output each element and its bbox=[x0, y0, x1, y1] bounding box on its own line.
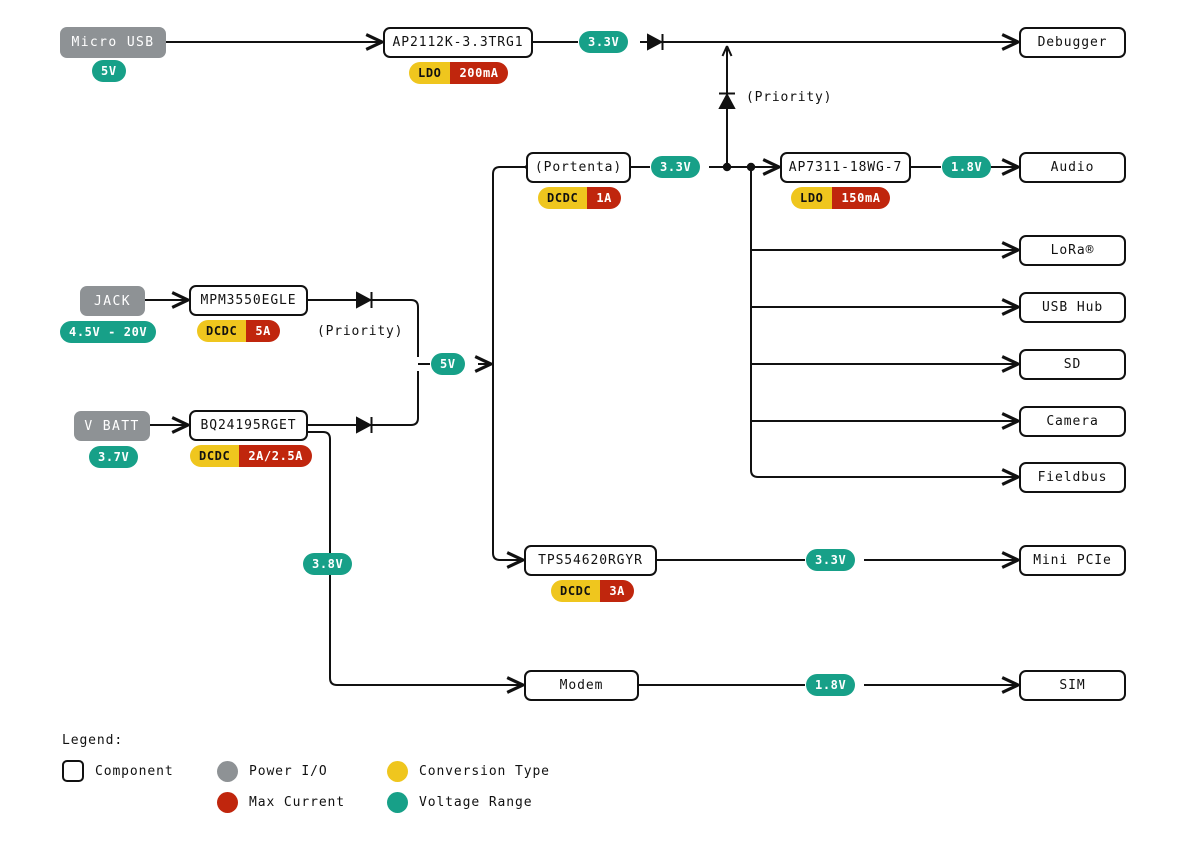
max-current: 1A bbox=[587, 187, 621, 209]
load-lora[interactable]: LoRa® bbox=[1019, 235, 1126, 266]
component-tps54620rgyr[interactable]: TPS54620RGYR bbox=[524, 545, 657, 576]
power-io-micro-usb[interactable]: Micro USB bbox=[60, 27, 166, 58]
legend-item-voltage-range: Voltage Range bbox=[387, 791, 550, 813]
voltage-range-swatch-icon bbox=[387, 791, 408, 813]
legend-item-conversion-type: Conversion Type bbox=[387, 760, 550, 782]
conversion-type-swatch-icon bbox=[387, 760, 408, 782]
power-io-label: JACK bbox=[94, 293, 131, 309]
max-current-swatch-icon bbox=[217, 791, 238, 813]
tag-mpm3550egle: DCDC 5A bbox=[197, 320, 280, 342]
conversion-type: LDO bbox=[791, 187, 833, 209]
tag-bq24195rget: DCDC 2A/2.5A bbox=[190, 445, 313, 467]
component-ap7311[interactable]: AP7311-18WG-7 bbox=[780, 152, 911, 183]
component-modem[interactable]: Modem bbox=[524, 670, 639, 701]
legend-item-max-current: Max Current bbox=[217, 791, 387, 813]
power-io-v-batt[interactable]: V BATT bbox=[74, 411, 150, 441]
conversion-type: DCDC bbox=[551, 580, 601, 602]
max-current: 200mA bbox=[450, 62, 508, 84]
annotation-priority-left: (Priority) bbox=[317, 324, 404, 339]
junction-dots bbox=[722, 162, 756, 172]
tag-ap2112k: LDO 200mA bbox=[409, 62, 508, 84]
voltage-pill-ldo-33: 3.3V bbox=[579, 31, 629, 53]
load-mini-pcie[interactable]: Mini PCIe bbox=[1019, 545, 1126, 576]
conversion-type: DCDC bbox=[190, 445, 240, 467]
annotation-priority-top: (Priority) bbox=[746, 90, 833, 105]
tag-portenta: DCDC 1A bbox=[538, 187, 621, 209]
max-current: 5A bbox=[246, 320, 280, 342]
component-mpm3550egle[interactable]: MPM3550EGLE bbox=[189, 285, 308, 316]
tag-tps54620rgyr: DCDC 3A bbox=[551, 580, 634, 602]
tag-ap7311: LDO 150mA bbox=[791, 187, 890, 209]
load-fieldbus[interactable]: Fieldbus bbox=[1019, 462, 1126, 493]
conversion-type: DCDC bbox=[538, 187, 588, 209]
legend-item-component: Component bbox=[62, 760, 217, 782]
component-bq24195rget[interactable]: BQ24195RGET bbox=[189, 410, 308, 441]
voltage-pill-pcie-33: 3.3V bbox=[806, 549, 856, 571]
component-portenta[interactable]: (Portenta) bbox=[526, 152, 631, 183]
diode-symbols bbox=[356, 33, 736, 434]
max-current: 2A/2.5A bbox=[239, 445, 313, 467]
component-ap2112k[interactable]: AP2112K-3.3TRG1 bbox=[383, 27, 533, 58]
voltage-pill-merged-5v: 5V bbox=[431, 353, 465, 375]
load-sim[interactable]: SIM bbox=[1019, 670, 1126, 701]
load-camera[interactable]: Camera bbox=[1019, 406, 1126, 437]
max-current: 3A bbox=[600, 580, 634, 602]
conversion-type: LDO bbox=[409, 62, 451, 84]
conversion-type: DCDC bbox=[197, 320, 247, 342]
voltage-pill-audio-18: 1.8V bbox=[942, 156, 992, 178]
power-io-jack[interactable]: JACK bbox=[80, 286, 145, 316]
voltage-pill-jack-range: 4.5V - 20V bbox=[60, 321, 157, 343]
power-io-swatch-icon bbox=[217, 760, 238, 782]
voltage-pill-usb-5v: 5V bbox=[92, 60, 126, 82]
voltage-pill-sim-18: 1.8V bbox=[806, 674, 856, 696]
legend-title: Legend: bbox=[62, 733, 124, 748]
load-debugger[interactable]: Debugger bbox=[1019, 27, 1126, 58]
load-audio[interactable]: Audio bbox=[1019, 152, 1126, 183]
max-current: 150mA bbox=[832, 187, 890, 209]
power-io-label: V BATT bbox=[84, 418, 140, 434]
legend-item-power-io: Power I/O bbox=[217, 760, 387, 782]
legend: Legend: Component Power I/O Max Current bbox=[62, 733, 550, 813]
load-sd[interactable]: SD bbox=[1019, 349, 1126, 380]
load-usb-hub[interactable]: USB Hub bbox=[1019, 292, 1126, 323]
component-swatch-icon bbox=[62, 760, 84, 782]
voltage-pill-portenta-33: 3.3V bbox=[651, 156, 701, 178]
power-io-label: Micro USB bbox=[71, 35, 155, 50]
voltage-pill-batt-37: 3.7V bbox=[89, 446, 139, 468]
voltage-pill-batt-38: 3.8V bbox=[303, 553, 353, 575]
